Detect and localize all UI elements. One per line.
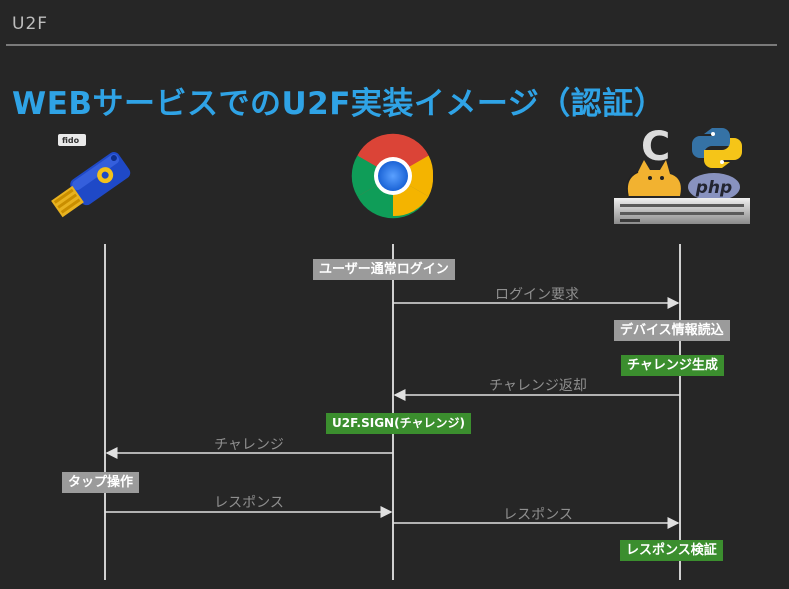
note-tap: タップ操作 [62, 472, 140, 493]
python-icon [692, 128, 742, 168]
slide-title: WEBサービスでのU2F実装イメージ（認証） [12, 86, 666, 122]
section-label: U2F [12, 14, 49, 34]
msg-challenge: チャレンジ [214, 437, 284, 453]
chrome-icon [351, 133, 434, 219]
msg-login-request: ログイン要求 [495, 287, 579, 303]
security-key-icon: fido [51, 134, 131, 218]
php-icon: php [695, 178, 732, 198]
msg-response-server: レスポンス [503, 507, 573, 523]
note-device-read: デバイス情報読込 [614, 320, 730, 341]
note-challenge-gen: チャレンジ生成 [621, 355, 724, 376]
note-user-login: ユーザー通常ログイン [313, 259, 455, 280]
note-u2f-sign: U2F.SIGN(チャレンジ) [326, 413, 471, 434]
divider [6, 44, 777, 46]
msg-response-key: レスポンス [214, 495, 284, 511]
tomcat-icon [626, 160, 681, 197]
note-verify: レスポンス検証 [620, 540, 723, 561]
msg-challenge-return: チャレンジ返却 [489, 378, 587, 394]
fido-logo-text: fido [62, 136, 80, 145]
server-icon: C php [614, 124, 750, 224]
